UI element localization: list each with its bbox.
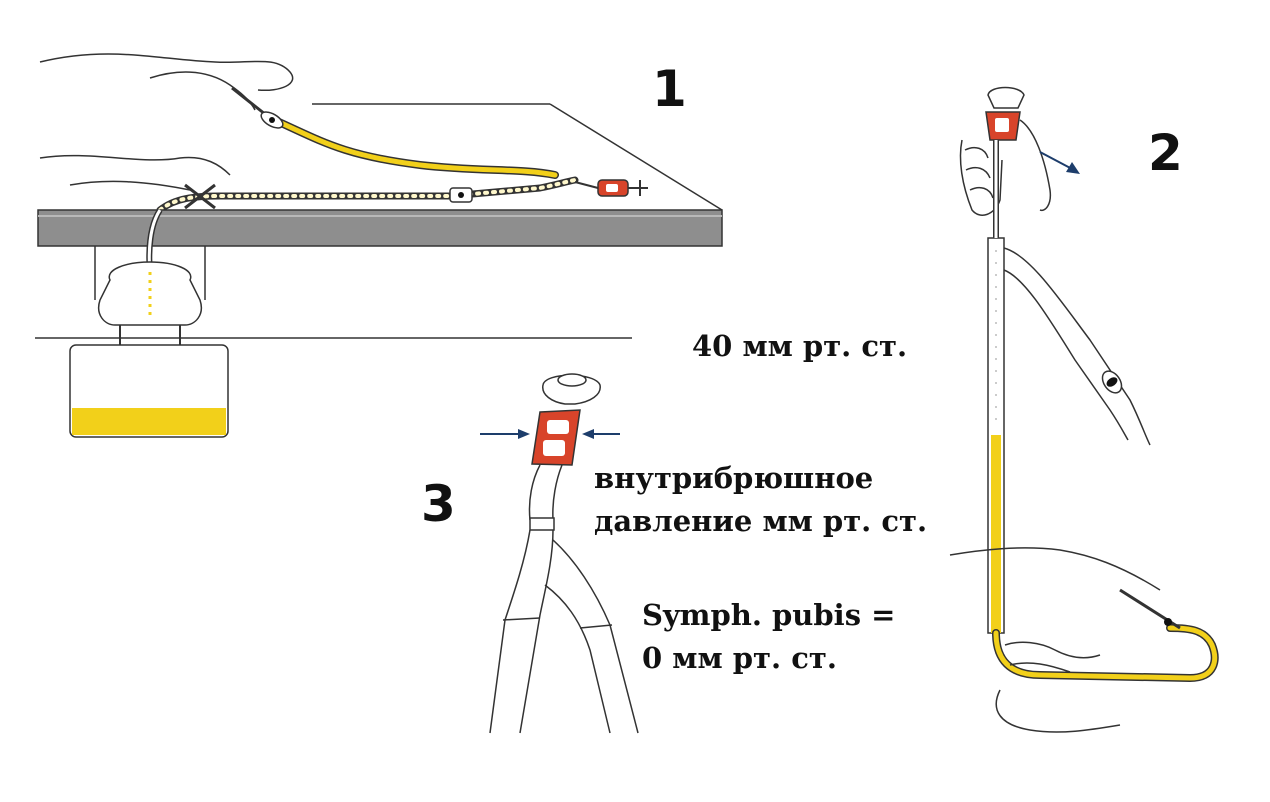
tube-bottom-curve: [992, 624, 1219, 683]
release-arrow-head: [1066, 162, 1080, 174]
detail-y-right: [544, 539, 639, 734]
red-clamp-window2: [995, 118, 1009, 132]
branch-connector-dot: [1106, 377, 1118, 387]
urine-bag-hook: [119, 325, 181, 345]
catheter-tube-yellow-fill: [267, 115, 558, 178]
lower-hand-outline: [949, 547, 1161, 591]
tube-tie: [184, 183, 216, 210]
lower-needle-hub: [1164, 618, 1172, 626]
top-connector: [987, 86, 1025, 109]
panel-3-clamp-detail: [480, 373, 639, 734]
lower-hand-fingers: [1004, 641, 1101, 673]
patient-body-outline: [39, 154, 231, 176]
squeeze-arrow-right-head: [582, 429, 594, 439]
symph-label-line1: Symph. pubis =: [642, 598, 896, 632]
upper-hand-thumb: [1019, 119, 1052, 212]
squeeze-arrow-left-head: [518, 429, 530, 439]
detail-red-clamp: [531, 409, 581, 466]
detail-y-band-right: [579, 624, 613, 629]
panel-2-measurement: [949, 86, 1219, 733]
detail-clamp-window-top: [547, 420, 569, 434]
patient-arm-outline: [39, 53, 294, 92]
needle-hub-dot: [269, 117, 275, 123]
patient-hand-outline: [149, 71, 256, 111]
pressure-40-label: 40 мм рт. ст.: [692, 329, 908, 363]
detail-clamp-window-bottom: [543, 440, 565, 456]
symph-label-line2: 0 мм рт. ст.: [642, 641, 837, 675]
detail-tube-upper: [528, 464, 563, 521]
drip-chamber: [98, 261, 202, 326]
lower-hand-wrist: [995, 689, 1121, 733]
iap-label-line1: внутрибрюшное: [594, 461, 874, 495]
stopcock-valve: [628, 180, 648, 196]
tube-bottom-curve-fill: [993, 625, 1218, 681]
release-arrow-line: [1039, 151, 1075, 171]
step-1-label: 1: [652, 60, 687, 118]
clamp-link: [574, 181, 599, 189]
measuring-tube-column: [991, 435, 1001, 633]
panel-1-setup: [35, 53, 723, 438]
bag-hanger: [94, 246, 206, 300]
red-clamp-window: [606, 184, 618, 192]
detail-y-band-left: [502, 617, 541, 621]
step-2-label: 2: [1148, 124, 1183, 182]
patient-leg-outline: [69, 180, 191, 191]
y-branch-inner: [1003, 269, 1129, 441]
upper-hand-fingers: [964, 146, 994, 199]
y-branch: [1003, 247, 1151, 446]
detail-tube-joint: [529, 517, 555, 531]
tube-connector-dot: [458, 192, 464, 198]
detail-top-cap: [557, 373, 587, 387]
urine-level: [72, 408, 226, 435]
sheet-diagonal: [549, 103, 723, 211]
step-3-label: 3: [421, 475, 456, 533]
iap-label-line2: давление мм рт. ст.: [594, 504, 928, 538]
table-top: [37, 209, 723, 247]
drainage-tube-inner: [158, 178, 577, 212]
detail-y-left: [489, 529, 554, 734]
